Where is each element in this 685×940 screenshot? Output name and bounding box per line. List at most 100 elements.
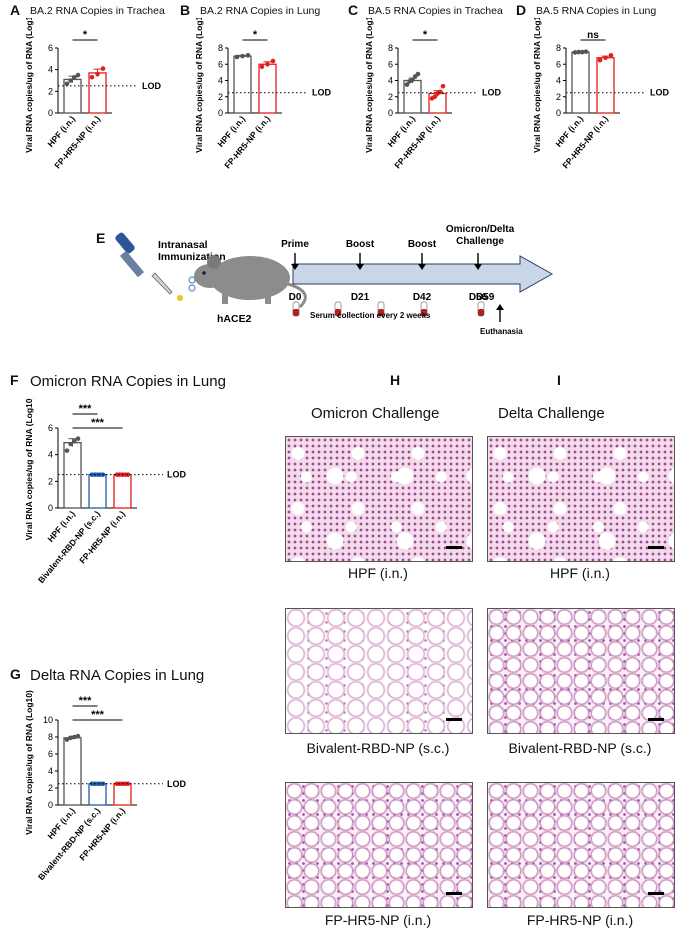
- panel-b-title: BA.2 RNA Copies in Lung: [200, 5, 321, 17]
- y-tick-label: 6: [388, 59, 393, 69]
- y-tick-label: 0: [218, 108, 223, 118]
- panel-letter-a: A: [10, 2, 21, 18]
- histology-delta-fp-hr5: [487, 782, 675, 908]
- significance-label: ***: [79, 695, 93, 707]
- y-axis-label: Viral RNA copies/ug of RNA (Log10): [24, 18, 34, 153]
- data-point: [95, 71, 100, 77]
- data-point: [440, 83, 446, 89]
- event-label: Boost: [408, 239, 437, 250]
- data-point: [583, 49, 589, 54]
- scale-bar: [446, 718, 462, 721]
- panel-f-title: Omicron RNA Copies in Lung: [30, 373, 226, 390]
- y-tick-label: 4: [388, 76, 393, 86]
- tube-blood: [293, 309, 299, 316]
- data-point: [404, 82, 410, 87]
- event-arrowhead: [356, 264, 364, 270]
- data-point: [89, 74, 95, 80]
- lod-label: LOD: [312, 88, 331, 98]
- end-day-label: D59: [476, 292, 495, 303]
- panel-letter-i: I: [557, 372, 561, 388]
- significance-label: ***: [91, 709, 105, 721]
- significance-label: ***: [91, 417, 105, 429]
- y-tick-label: 2: [48, 86, 53, 96]
- y-tick-label: 4: [218, 76, 223, 86]
- panel-letter-e: E: [96, 230, 106, 246]
- y-tick-label: 6: [48, 423, 53, 433]
- panel-c-title: BA.5 RNA Copies in Trachea: [368, 5, 503, 17]
- y-tick-label: 4: [48, 450, 53, 460]
- histology-delta-bivalent: [487, 608, 675, 734]
- delta-challenge-heading: Delta Challenge: [498, 405, 605, 422]
- lod-label: LOD: [167, 470, 186, 480]
- panel-letter-g: G: [10, 666, 21, 682]
- euthanasia-label: Euthanasia: [480, 327, 523, 336]
- chart-d: Viral RNA copies/ug of RNA (Log10)02468H…: [532, 18, 669, 171]
- panel-letter-d: D: [516, 2, 527, 18]
- data-point: [125, 472, 131, 477]
- event-day: D56: [469, 292, 488, 303]
- histology-omicron-fp-hr5: [285, 782, 473, 908]
- data-point: [603, 55, 608, 61]
- immunization-label-line1: Intranasal: [158, 239, 208, 251]
- y-tick-label: 0: [48, 800, 53, 810]
- data-point: [75, 72, 81, 78]
- data-point: [234, 54, 240, 60]
- event-arrowhead: [418, 264, 426, 270]
- x-tick-label: FP-HR5-NP (i.n.): [560, 114, 610, 171]
- y-axis-label: Viral RNA copies/ug of RNA (Log10): [24, 690, 34, 835]
- pipette-icon: [115, 232, 183, 301]
- data-point: [75, 733, 81, 739]
- y-tick-label: 0: [48, 503, 53, 513]
- event-arrowhead: [474, 264, 482, 270]
- data-point: [100, 66, 106, 71]
- y-tick-label: 4: [48, 65, 53, 75]
- x-tick-label: FP-HR5-NP (i.n.): [222, 114, 272, 171]
- histology-label-omicron-hpf: HPF (i.n.): [348, 565, 408, 581]
- lod-label: LOD: [482, 88, 501, 98]
- y-tick-label: 2: [556, 92, 561, 102]
- y-axis-label: Viral RNA copies/ug of RNA (Log10): [24, 398, 34, 540]
- y-tick-label: 8: [48, 732, 53, 742]
- data-point: [245, 53, 251, 58]
- lod-label: LOD: [167, 779, 186, 789]
- y-tick-label: 8: [556, 43, 561, 53]
- event-day: D42: [413, 292, 432, 303]
- y-axis-label: Viral RNA copies/ug of RNA (Log10): [532, 18, 542, 153]
- data-point: [72, 74, 77, 80]
- data-point: [75, 436, 81, 441]
- tube-blood: [378, 309, 384, 316]
- data-point: [437, 89, 443, 95]
- significance-label: *: [253, 29, 258, 41]
- y-tick-label: 2: [388, 92, 393, 102]
- y-tick-label: 4: [48, 766, 53, 776]
- y-tick-label: 0: [388, 108, 393, 118]
- significance-label: *: [423, 29, 428, 41]
- data-point: [270, 58, 276, 64]
- x-tick-label: FP-HR5-NP (i.n.): [77, 509, 127, 566]
- data-point: [410, 77, 415, 82]
- panel-letter-h: H: [390, 372, 401, 388]
- chart-b: Viral RNA copies/ug of RNA (Log10)02468H…: [194, 18, 331, 171]
- histology-omicron-bivalent: [285, 608, 473, 734]
- data-point: [572, 50, 578, 55]
- data-point: [125, 781, 131, 787]
- data-point: [580, 49, 585, 55]
- chart-c: Viral RNA copies/ug of RNA (Log10)02468H…: [364, 18, 501, 170]
- y-tick-label: 0: [556, 108, 561, 118]
- y-tick-label: 8: [218, 43, 223, 53]
- scale-bar: [648, 892, 664, 895]
- y-tick-label: 4: [556, 76, 561, 86]
- spray-icon: [188, 276, 196, 292]
- data-point: [72, 439, 77, 444]
- panel-letter-b: B: [180, 2, 191, 18]
- panel-g-title: Delta RNA Copies in Lung: [30, 667, 205, 684]
- data-point: [576, 49, 581, 55]
- data-point: [597, 57, 603, 63]
- scale-bar: [446, 546, 462, 549]
- bar: [596, 57, 615, 114]
- panel-a-title: BA.2 RNA Copies in Trachea: [30, 5, 165, 17]
- data-point: [240, 53, 245, 59]
- bar: [63, 737, 82, 806]
- data-point: [64, 737, 70, 742]
- data-point: [72, 734, 77, 740]
